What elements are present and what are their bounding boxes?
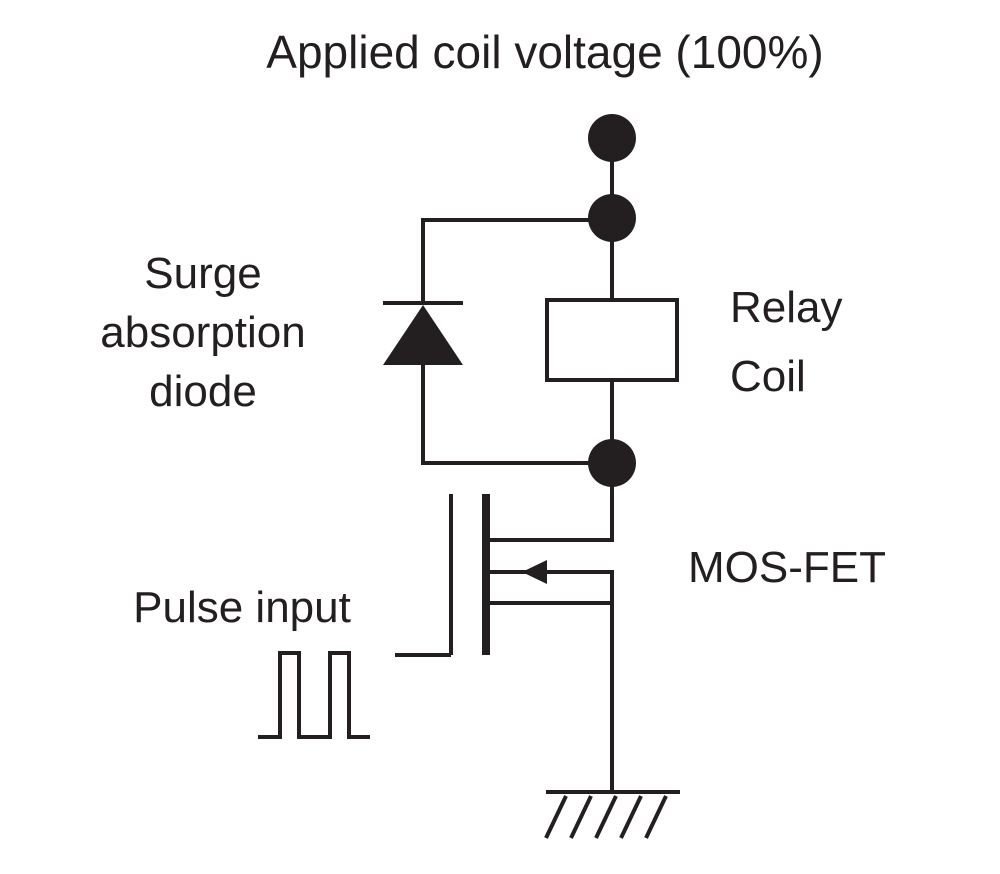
diode-bottom-wire: [421, 365, 612, 465]
source-arrow-line: [489, 570, 614, 603]
drain-wire: [489, 463, 614, 542]
ground-hatch-icon: [544, 795, 668, 839]
fet-arrow-icon: [522, 560, 547, 584]
pulse-input-label: Pulse input: [133, 583, 351, 632]
diode-label-line-3: diode: [149, 367, 257, 416]
mosfet-label: MOS-FET: [688, 543, 886, 592]
coil-label-line-2: Coil: [730, 352, 806, 401]
diode-top-wire: [421, 218, 612, 303]
relay-coil-symbol: [545, 298, 679, 382]
diode-label-line-1: Surge: [144, 249, 261, 298]
surge-absorption-diode-symbol: [383, 305, 463, 365]
supply-voltage-label: Applied coil voltage (100%): [266, 26, 823, 78]
coil-label-line-1: Relay: [730, 283, 843, 332]
diode-label-line-2: absorption: [100, 308, 305, 357]
pulse-waveform-icon: [258, 651, 370, 739]
